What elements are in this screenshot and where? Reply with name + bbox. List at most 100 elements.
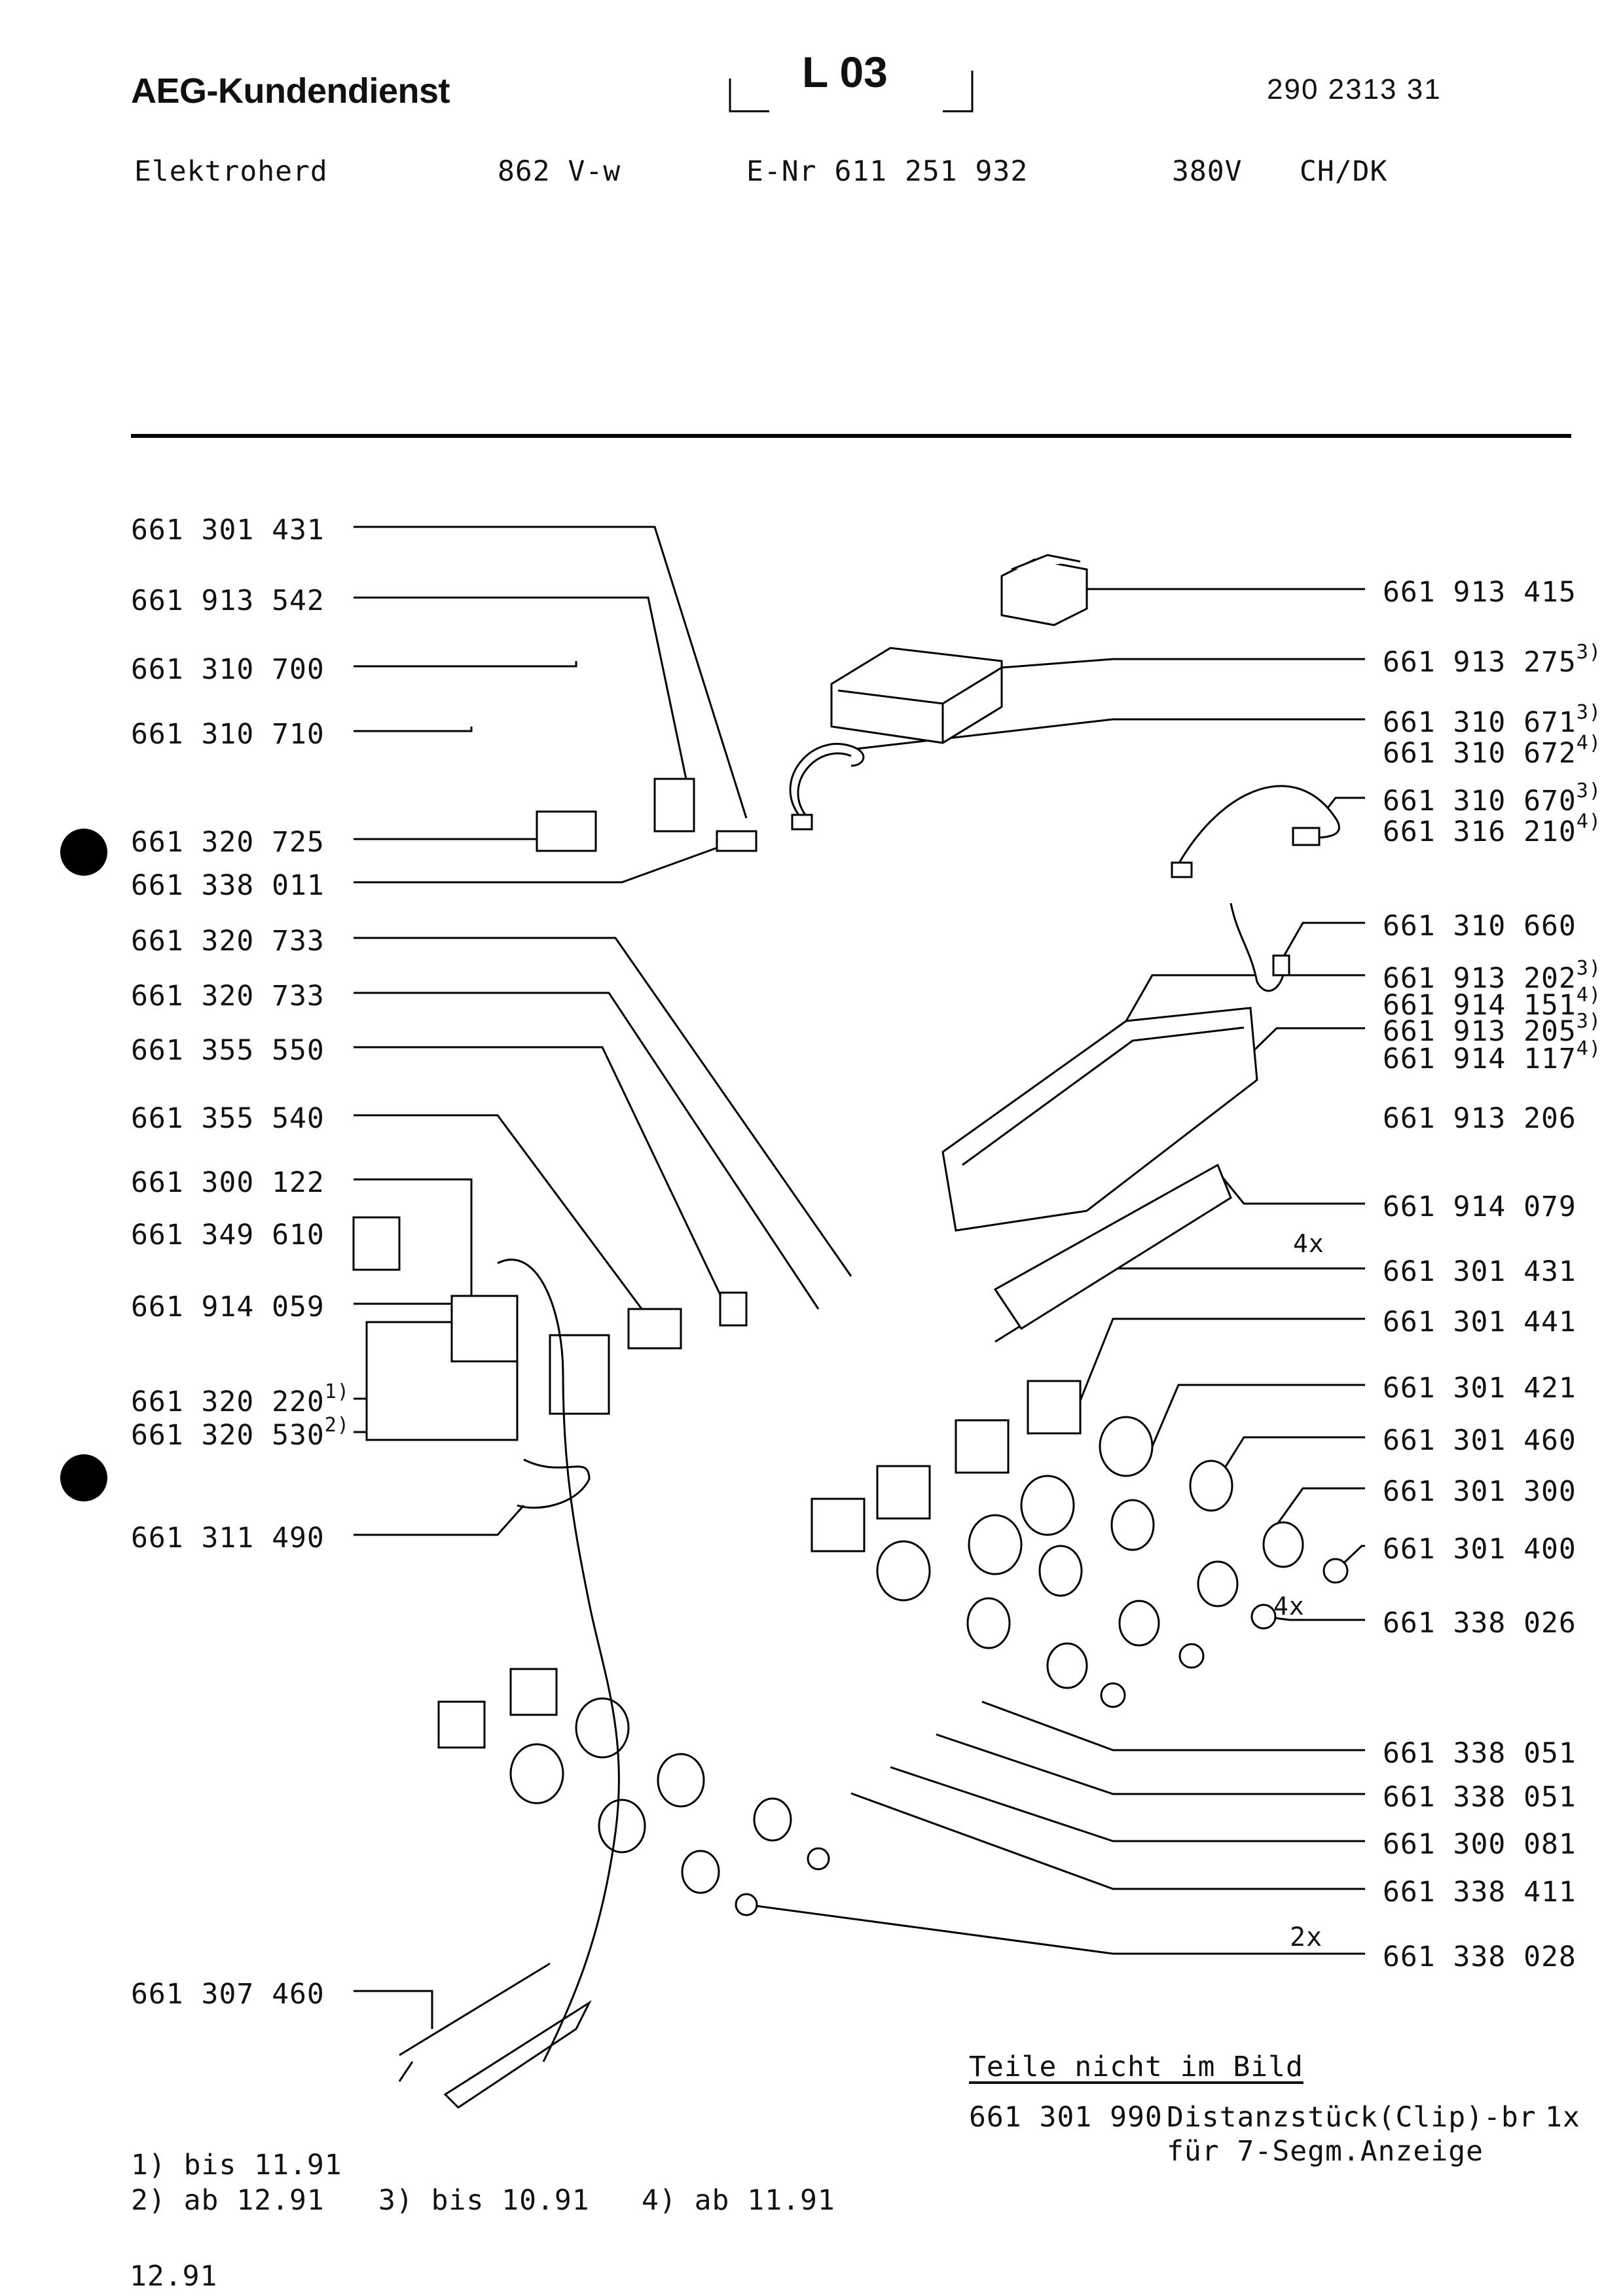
part-number: 661 310 700 xyxy=(131,653,325,686)
part-number: 661 301 460 xyxy=(1383,1424,1577,1457)
part-number: 661 310 660 xyxy=(1383,910,1577,942)
part-number: 661 301 441 xyxy=(1383,1306,1577,1338)
part-number: 661 300 081 xyxy=(1383,1828,1577,1861)
leader-line xyxy=(354,726,473,732)
part-number: 661 913 205 xyxy=(1383,1015,1577,1048)
part-number-label: 661 301 431 xyxy=(131,514,325,547)
part-number: 661 301 300 xyxy=(1383,1475,1577,1508)
part-number: 661 311 490 xyxy=(131,1522,325,1554)
part-number: 661 913 415 xyxy=(1383,576,1577,609)
issue-date: 12.91 xyxy=(130,2260,218,2293)
part-number: 661 913 542 xyxy=(131,584,325,617)
part-number: 661 301 431 xyxy=(131,514,325,547)
part-number: 661 914 059 xyxy=(131,1291,325,1323)
footnote-marker: 3) xyxy=(1576,780,1601,802)
part-number: 661 338 411 xyxy=(1383,1876,1577,1909)
part-number: 661 301 431 xyxy=(1383,1255,1577,1288)
part-number-label: 661 300 122 xyxy=(131,1166,325,1199)
leader-line xyxy=(1001,658,1365,669)
country-code: CH/DK xyxy=(1300,155,1388,188)
part-number: 661 349 610 xyxy=(131,1219,325,1251)
sheet-bracket-left xyxy=(729,79,769,113)
connector-icon xyxy=(536,810,597,852)
part-number-label: 661 320 725 xyxy=(131,826,325,859)
leader-line xyxy=(1216,1436,1365,1480)
voltage: 380V xyxy=(1172,155,1243,188)
leader-line xyxy=(354,596,689,786)
part-number-label: 661 913 2753) xyxy=(1383,641,1601,679)
sheet-bracket-right xyxy=(943,71,974,113)
footnote-marker: 2) xyxy=(324,1414,350,1437)
part-number-label: 661 320 5302) xyxy=(131,1414,350,1452)
part-number: 661 307 460 xyxy=(131,1978,325,2011)
not-shown-title: Teile nicht im Bild xyxy=(969,2051,1304,2083)
footnote-marker: 3) xyxy=(1576,641,1601,664)
leader-line xyxy=(890,1766,1365,1842)
footnote-marker: 4) xyxy=(1576,810,1601,833)
part-number-label: 661 914 1174) xyxy=(1383,1037,1601,1075)
part-number: 661 320 733 xyxy=(131,980,325,1013)
footnote-marker: 4) xyxy=(1576,984,1601,1007)
part-number-label: 661 310 700 xyxy=(131,653,325,686)
quantity-mark: 4x xyxy=(1293,1229,1324,1258)
part-number: 661 320 220 xyxy=(131,1386,325,1418)
leader-line xyxy=(1275,1487,1365,1526)
part-number-label: 661 301 431 xyxy=(1383,1255,1577,1288)
part-number: 661 338 011 xyxy=(131,869,325,902)
footnote-marker: 3) xyxy=(1576,1010,1601,1033)
footnote-marker: 3) xyxy=(1576,957,1601,980)
part-number-label: 661 310 6713) xyxy=(1383,701,1601,739)
not-shown-part-number: 661 301 990 xyxy=(969,2101,1163,2134)
part-number-label: 661 310 6724) xyxy=(1383,732,1601,770)
leader-line xyxy=(1263,1615,1365,1621)
document-number: 290 2313 31 xyxy=(1267,73,1442,105)
part-number-label: 661 913 2023) xyxy=(1383,957,1601,995)
part-number-label: 661 320 2201) xyxy=(131,1380,350,1418)
cable-icon xyxy=(1230,903,1285,992)
part-number: 661 913 206 xyxy=(1383,1102,1577,1135)
part-number: 661 913 202 xyxy=(1383,962,1577,995)
control-knob-icons xyxy=(811,1380,1349,1708)
not-shown-quantity: 1x xyxy=(1545,2101,1580,2134)
part-number: 661 301 400 xyxy=(1383,1533,1577,1566)
part-number-label: 661 301 460 xyxy=(1383,1424,1577,1457)
bullet-dot xyxy=(60,829,107,876)
leader-line xyxy=(746,1903,1365,1955)
leader-line xyxy=(981,1700,1365,1751)
footnote-marker: 1) xyxy=(324,1380,350,1403)
cable-icon xyxy=(1177,785,1340,865)
part-number-label: 661 320 733 xyxy=(131,980,325,1013)
sensor-icon xyxy=(399,1962,592,2109)
switch-icon xyxy=(627,1308,682,1350)
footnote-1: 1) bis 11.91 xyxy=(131,2149,342,2181)
part-number-label: 661 300 081 xyxy=(1383,1828,1577,1861)
part-number: 661 301 421 xyxy=(1383,1372,1577,1405)
part-number: 661 310 671 xyxy=(1383,706,1577,739)
leader-line xyxy=(354,937,852,1277)
part-number: 661 338 028 xyxy=(1383,1941,1577,1973)
part-number-label: 661 913 206 xyxy=(1383,1102,1577,1135)
leader-line xyxy=(850,1792,1365,1890)
bracket-icon xyxy=(352,1216,401,1271)
part-number: 661 338 051 xyxy=(1383,1737,1577,1770)
part-number: 661 913 275 xyxy=(1383,646,1577,679)
part-number: 661 310 710 xyxy=(131,718,325,751)
transformer-icon xyxy=(1000,558,1088,626)
part-number-label: 661 914 1514) xyxy=(1383,984,1601,1022)
part-number: 661 320 530 xyxy=(131,1419,325,1452)
part-number-label: 661 316 2104) xyxy=(1383,810,1601,848)
switch-icon xyxy=(719,1291,748,1327)
part-number-label: 661 310 710 xyxy=(131,718,325,751)
part-number-label: 661 301 400 xyxy=(1383,1533,1577,1566)
footnote-2: 2) ab 12.91 xyxy=(131,2184,325,2217)
leader-line xyxy=(1216,1171,1365,1205)
part-number-label: 661 355 540 xyxy=(131,1102,325,1135)
leader-line xyxy=(354,661,577,668)
part-number: 661 355 540 xyxy=(131,1102,325,1135)
connector-icon xyxy=(716,830,757,852)
wiring xyxy=(398,1259,620,2082)
part-number-label: 661 349 610 xyxy=(131,1219,325,1251)
part-number: 661 338 026 xyxy=(1383,1607,1577,1640)
part-number-label: 661 301 441 xyxy=(1383,1306,1577,1338)
